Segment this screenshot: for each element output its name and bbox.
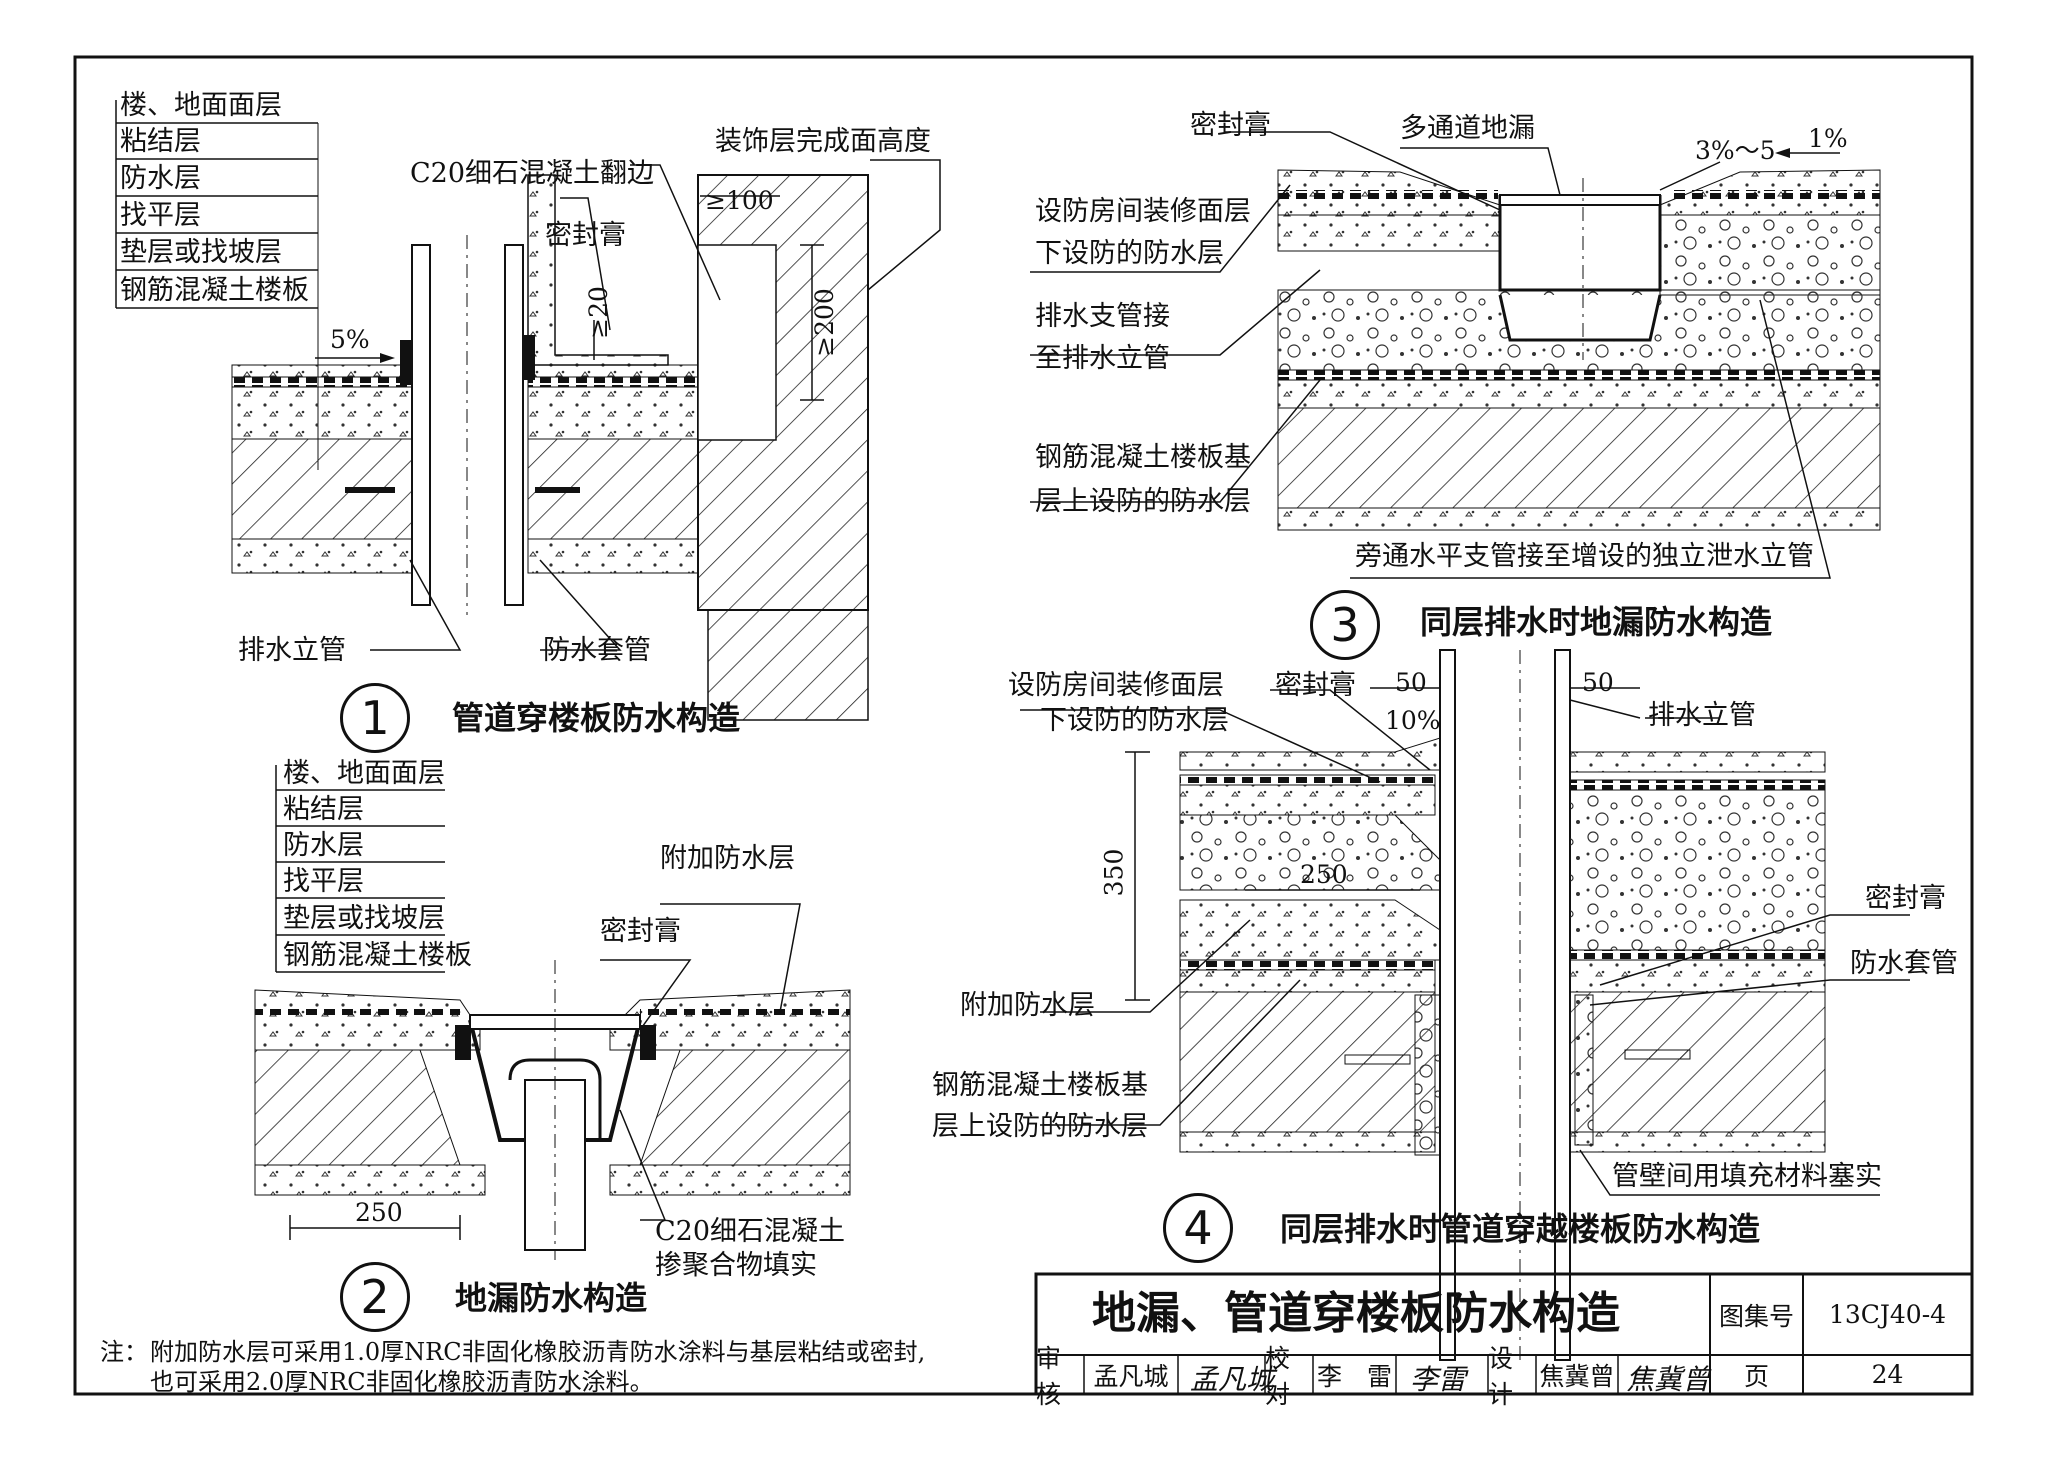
d1-dim-200: ≥200 — [809, 288, 839, 357]
design-label: 设计 — [1488, 1343, 1514, 1409]
d4-dim-50a: 50 — [1395, 668, 1427, 697]
designer-name: 焦冀曾 — [1539, 1361, 1615, 1391]
checker-signature: 李雷 — [1410, 1363, 1467, 1396]
detail4-drawing — [1020, 649, 1910, 1361]
d3-branch-label-2: 至排水立管 — [1035, 343, 1170, 374]
page-label: 页 — [1743, 1361, 1769, 1391]
d4-dim-350: 350 — [1099, 848, 1129, 897]
d3-sealant-label: 密封膏 — [1190, 110, 1271, 141]
d2-fill-label-1: C20细石混凝土 — [655, 1216, 846, 1247]
d1-drain-pipe-label: 排水立管 — [238, 635, 346, 666]
title-block-title: 地漏、管道穿楼板防水构造 — [1092, 1288, 1620, 1339]
d2-layer-6: 钢筋混凝土楼板 — [283, 940, 472, 971]
title-block-grid — [1034, 1272, 1974, 1396]
designer-signature: 焦冀曾 — [1626, 1363, 1711, 1396]
note-line-2: 也可采用2.0厚NRC非固化橡胶沥青防水涂料。 — [150, 1368, 654, 1396]
d1-layer-3: 防水层 — [120, 163, 201, 194]
d4-dim-250: 250 — [1300, 860, 1348, 889]
check-label: 校对 — [1265, 1343, 1291, 1409]
d3-slab-label-1: 钢筋混凝土楼板基 — [1035, 442, 1251, 473]
d4-room-layer-1: 设防房间装修面层 — [1008, 670, 1224, 701]
d2-number-circle: 2 — [340, 1262, 410, 1332]
d4-room-layer-2: 下设防的防水层 — [1040, 705, 1229, 736]
d4-extra-layer-label: 附加防水层 — [960, 990, 1095, 1021]
d3-number-circle: 3 — [1310, 590, 1380, 660]
d2-layer-4: 找平层 — [283, 866, 364, 897]
d3-multi-drain-label: 多通道地漏 — [1400, 113, 1535, 144]
d3-slope: 3%～5 — [1695, 136, 1776, 165]
d3-bypass-label: 旁通水平支管接至增设的独立泄水立管 — [1355, 541, 1814, 572]
review-label: 审核 — [1036, 1343, 1062, 1409]
atlas-label: 图集号 — [1718, 1301, 1794, 1331]
d1-dim-100: ≥100 — [705, 186, 774, 215]
d3-room-layer-1: 设防房间装修面层 — [1035, 196, 1251, 227]
reviewer-name: 孟凡城 — [1093, 1361, 1169, 1391]
d2-layer-1: 楼、地面面层 — [283, 758, 445, 789]
detail2-drawing — [254, 765, 851, 1260]
d4-slab-label-2: 层上设防的防水层 — [932, 1111, 1148, 1142]
d1-c20-edge-label: C20细石混凝土翻边 — [410, 158, 655, 189]
d4-slope: 10% — [1385, 706, 1441, 735]
d1-title: 管道穿楼板防水构造 — [452, 699, 741, 737]
d2-extra-layer-label: 附加防水层 — [660, 843, 795, 874]
d3-branch-label-1: 排水支管接 — [1035, 301, 1170, 332]
d1-layer-2: 粘结层 — [120, 126, 201, 157]
d4-sealant-top-label: 密封膏 — [1275, 670, 1356, 701]
d1-finish-height-label: 装饰层完成面高度 — [715, 126, 931, 157]
d1-dim-20: ≥20 — [583, 286, 613, 339]
d2-layer-3: 防水层 — [283, 830, 364, 861]
d1-layer-6: 钢筋混凝土楼板 — [120, 275, 309, 306]
d4-title: 同层排水时管道穿越楼板防水构造 — [1280, 1210, 1761, 1248]
d2-title: 地漏防水构造 — [455, 1279, 648, 1317]
d4-slab-label-1: 钢筋混凝土楼板基 — [932, 1070, 1148, 1101]
d3-room-layer-2: 下设防的防水层 — [1035, 238, 1224, 269]
d2-layer-2: 粘结层 — [283, 794, 364, 825]
d1-sealant-label: 密封膏 — [545, 220, 626, 251]
reviewer-signature: 孟凡城 — [1190, 1363, 1275, 1396]
d4-filler-label: 管壁间用填充材料塞实 — [1612, 1161, 1882, 1192]
checker-name: 李 雷 — [1316, 1361, 1392, 1391]
d1-layer-4: 找平层 — [120, 200, 201, 231]
d1-layer-5: 垫层或找坡层 — [120, 237, 282, 268]
d1-layer-1: 楼、地面面层 — [120, 90, 282, 121]
d3-slope2: 1% — [1808, 124, 1848, 153]
d3-title: 同层排水时地漏防水构造 — [1420, 603, 1773, 641]
atlas-number: 13CJ40-4 — [1828, 1300, 1947, 1329]
d1-number-circle: 1 — [340, 683, 410, 753]
d4-drain-pipe-label: 排水立管 — [1648, 700, 1756, 731]
d1-sleeve-label: 防水套管 — [543, 635, 651, 666]
d2-dim-250: 250 — [355, 1198, 403, 1227]
detail3-drawing — [1030, 131, 1881, 579]
detail1-drawing — [115, 100, 941, 721]
d4-sleeve-label: 防水套管 — [1850, 948, 1958, 979]
d1-slope: 5% — [330, 325, 370, 354]
d4-dim-50b: 50 — [1582, 668, 1614, 697]
page-number: 24 — [1871, 1360, 1904, 1389]
d3-slab-label-2: 层上设防的防水层 — [1035, 486, 1251, 517]
d4-sealant-label: 密封膏 — [1865, 883, 1946, 914]
note-line-1: 附加防水层可采用1.0厚NRC非固化橡胶沥青防水涂料与基层粘结或密封, — [150, 1338, 926, 1366]
d2-fill-label-2: 掺聚合物填实 — [655, 1250, 817, 1281]
d2-sealant-label: 密封膏 — [600, 916, 681, 947]
d4-number-circle: 4 — [1163, 1193, 1233, 1263]
note-prefix: 注： — [100, 1338, 148, 1366]
d2-layer-5: 垫层或找坡层 — [283, 903, 445, 934]
